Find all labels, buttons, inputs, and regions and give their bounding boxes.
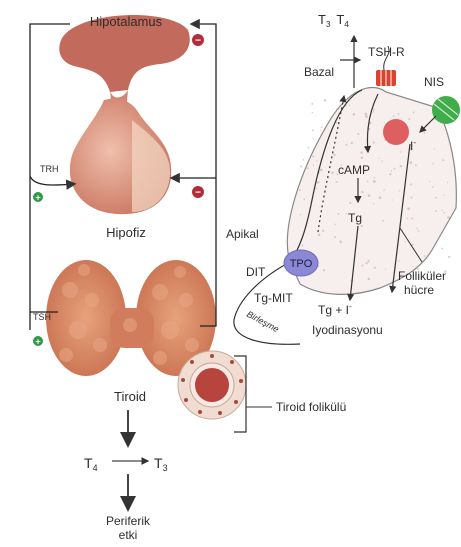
nis-transporter — [432, 96, 460, 124]
t4-label: T4 — [84, 455, 98, 473]
follicular-label-1: Folliküler — [398, 269, 446, 283]
basal-label: Bazal — [304, 65, 334, 79]
negative-badge-hypothalamus: − — [192, 34, 204, 47]
svg-text:−: − — [195, 188, 201, 199]
camp-label: cAMP — [338, 163, 370, 177]
thyroid-label: Tiroid — [114, 389, 146, 404]
nucleus — [383, 119, 409, 145]
tpo-enzyme: TPO — [284, 250, 318, 276]
iodination-label: Iyodinasyonu — [312, 323, 383, 337]
apical-label: Apikal — [226, 227, 259, 241]
tsh-label: TSH — [33, 312, 51, 322]
tpo-label: TPO — [290, 258, 313, 270]
peripheral-label-2: etki — [119, 528, 138, 542]
peripheral-label-1: Periferik — [106, 514, 151, 528]
nis-label: NIS — [424, 75, 444, 89]
positive-badge-tsh: + — [33, 336, 43, 347]
svg-text:+: + — [35, 337, 40, 347]
svg-text:+: + — [35, 193, 40, 203]
pituitary-illustration — [70, 99, 171, 214]
negative-badge-pituitary: − — [192, 186, 204, 199]
trh-arrow — [30, 176, 74, 185]
svg-text:−: − — [195, 36, 201, 47]
dit-label: DIT — [246, 265, 266, 279]
pituitary-label: Hipofiz — [106, 225, 146, 240]
tsh-r-label: TSH-R — [368, 45, 405, 59]
hypothalamus-label: Hipotalamus — [90, 14, 163, 29]
tg-label: Tg — [348, 211, 362, 225]
coupling-label: Birleşme — [245, 309, 281, 334]
thyroid-follicle-label: Tiroid folikülü — [276, 400, 346, 414]
tg-mit-label: Tg-MIT — [254, 291, 293, 305]
thyroid-follicle-illustration — [178, 351, 246, 419]
trh-label: TRH — [40, 164, 59, 174]
t3-label: T3 — [154, 455, 168, 473]
tg-plus-iodide-label: Tg + I- — [318, 302, 352, 317]
hypothalamus-illustration — [59, 15, 189, 112]
positive-badge-trh: + — [33, 192, 43, 203]
follicular-label-2: hücre — [404, 283, 434, 297]
